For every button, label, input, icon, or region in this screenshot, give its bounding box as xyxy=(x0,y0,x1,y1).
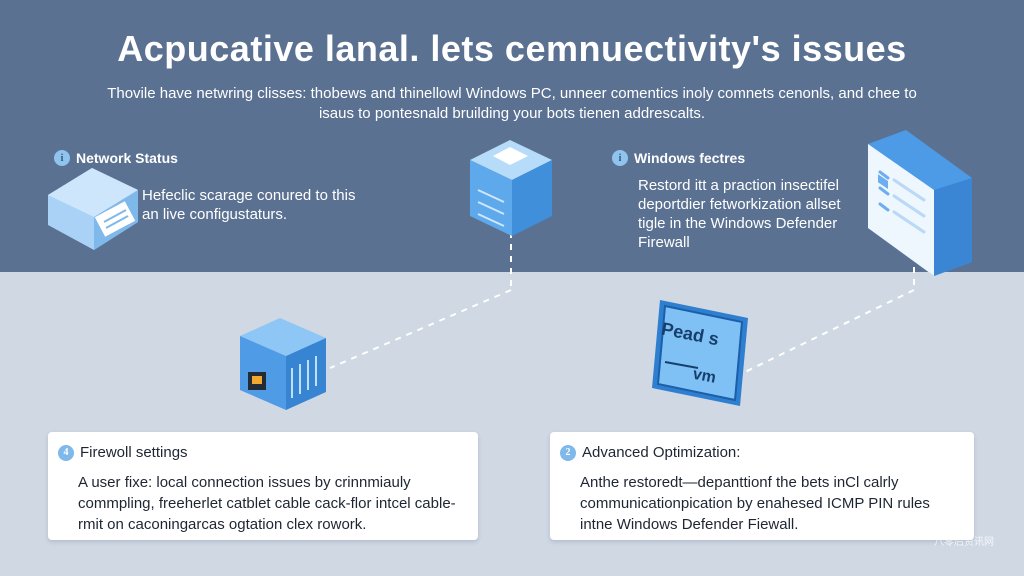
info-icon: i xyxy=(612,150,628,166)
advanced-card-label: Advanced Optimization: xyxy=(582,444,741,461)
document-icon xyxy=(868,130,972,276)
firewall-settings-card: 4 Firewoll settings A user fixe: local c… xyxy=(48,432,478,540)
server-icon xyxy=(470,140,552,236)
router-icon xyxy=(240,318,326,410)
advanced-card-text: Anthe restoredt—depanttionf the bets inC… xyxy=(580,474,930,533)
page-subtitle: Thovile have netwring clisses: thobews a… xyxy=(107,85,917,122)
advanced-optimization-card: 2 Advanced Optimization: Anthe restoredt… xyxy=(550,432,974,540)
sign-line-2: vm xyxy=(691,366,717,387)
windows-features-label: Windows fectres xyxy=(634,150,746,166)
info-icon: i xyxy=(54,150,70,166)
laptop-icon xyxy=(48,168,138,250)
step-badge: 4 xyxy=(58,444,74,461)
step-badge: 2 xyxy=(560,444,576,461)
network-status-heading: i Network Status xyxy=(54,150,178,166)
watermark: 八零后资讯网 xyxy=(934,537,994,548)
network-status-label: Network Status xyxy=(76,150,178,166)
firewall-card-label: Firewoll settings xyxy=(80,444,188,461)
page-title: Acpucative lanal. lets cemnuectivity's i… xyxy=(117,28,907,69)
windows-features-heading: i Windows fectres xyxy=(612,150,745,166)
advanced-card-heading: 2 Advanced Optimization: xyxy=(560,444,740,461)
connector-line-router xyxy=(329,289,512,369)
network-status-text: Hefeclic scarage conured to this an live… xyxy=(142,187,356,223)
firewall-card-heading: 4 Firewoll settings xyxy=(58,444,188,461)
windows-features-text: Restord itt a praction insectifel deport… xyxy=(638,177,841,251)
connector-line-sign xyxy=(744,289,915,373)
firewall-card-text: A user fixe: local connection issues by … xyxy=(78,474,456,533)
sign-panel-icon: Pead s vm xyxy=(652,300,748,406)
